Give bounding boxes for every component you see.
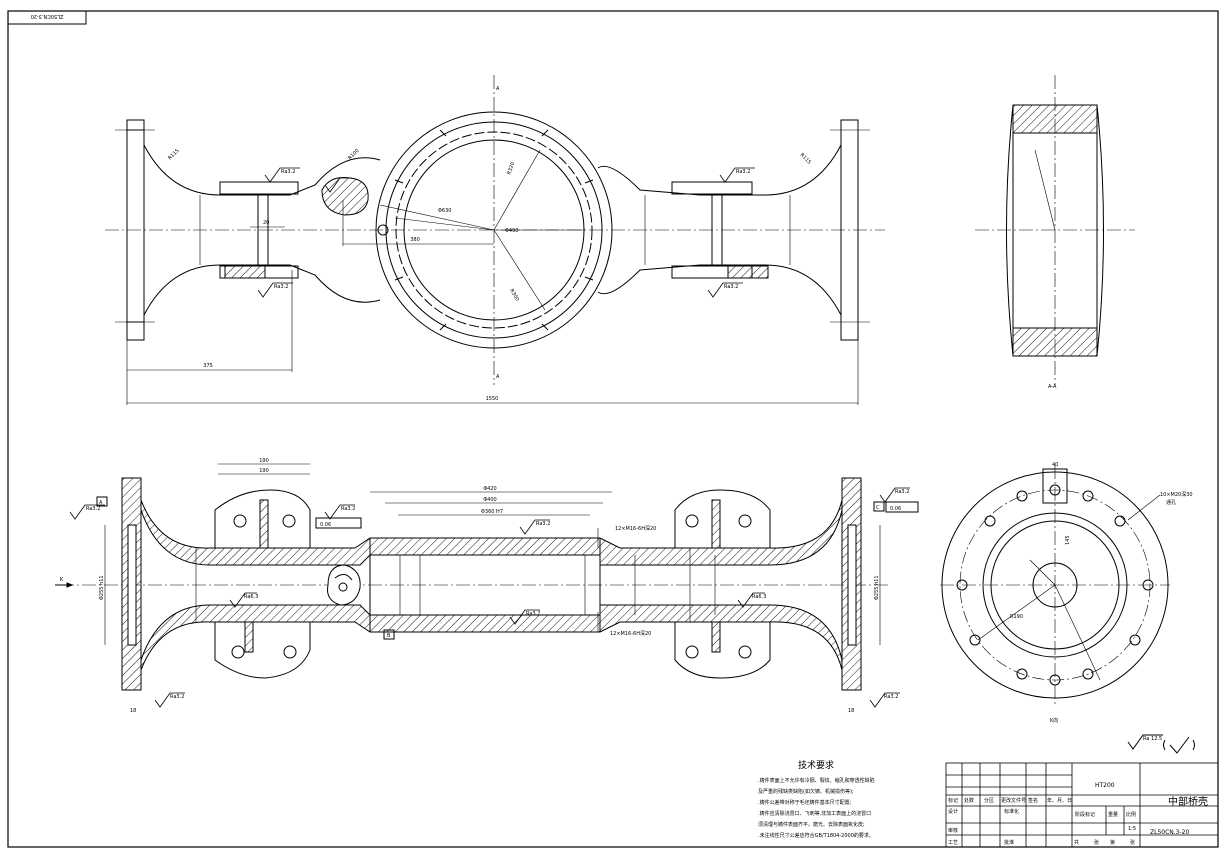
rough-f5: Ra6.3 bbox=[244, 594, 258, 600]
tb-approve: 批准 bbox=[1004, 839, 1014, 846]
tb-design: 设计 bbox=[948, 808, 958, 815]
dim-front-400: Φ400 bbox=[483, 497, 496, 503]
rough-t1: Ra3.2 bbox=[281, 169, 295, 175]
tb-h-date: 年、月、日 bbox=[1047, 797, 1072, 804]
tb-h-count: 处数 bbox=[964, 797, 974, 804]
dim-top-center: 380 bbox=[410, 237, 420, 243]
datum-a: A bbox=[99, 500, 103, 506]
k-145: 145 bbox=[1065, 535, 1071, 545]
top-view bbox=[105, 75, 885, 405]
tb-process: 工艺 bbox=[948, 840, 958, 846]
dim-front-18a: 18 bbox=[130, 708, 136, 714]
tech-line-2: 及严重的残缺类缺陷(如欠铸、机械损伤等); bbox=[758, 788, 854, 795]
general-roughness bbox=[1127, 734, 1195, 754]
rough-f7: Ra3.2 bbox=[170, 694, 184, 700]
tolerance-frame-1: 0.06 bbox=[320, 522, 331, 528]
tb-part-name: 中部桥壳 bbox=[1168, 795, 1208, 808]
roughness-symbols-top bbox=[257, 167, 755, 298]
rough-f8: Ra3.2 bbox=[884, 694, 898, 700]
front-view bbox=[55, 463, 919, 691]
mirror-code: ZL50CN.3-20 bbox=[31, 13, 64, 19]
tb-weight-label: 重量 bbox=[1108, 811, 1118, 818]
rough-f3: Ra3.2 bbox=[536, 521, 550, 527]
tb-drawing-no: ZL50CN.3-20 bbox=[1150, 829, 1189, 836]
dim-top-r-upper: R320 bbox=[506, 161, 516, 175]
general-roughness-value: Ra 12.5 bbox=[1143, 736, 1162, 742]
rough-f4: Ra3.2 bbox=[526, 611, 540, 617]
k-holes: 10×M20深30 bbox=[1160, 491, 1193, 498]
tb-sheet-no: 第 bbox=[1110, 839, 1115, 846]
k-r190: R190 bbox=[1010, 614, 1023, 620]
k-40: 40 bbox=[1052, 462, 1058, 468]
dim-front-thread-top: 12×M16-6H深20 bbox=[615, 525, 656, 532]
tb-std: 标准化 bbox=[1004, 808, 1019, 815]
dim-front-190b: 190 bbox=[259, 468, 269, 474]
title-block bbox=[945, 762, 1219, 848]
rough-f9: Ra3.2 bbox=[895, 489, 909, 495]
tb-h-sign: 签名 bbox=[1028, 797, 1038, 804]
dim-top-dia-circle: Φ630 bbox=[438, 208, 451, 214]
tech-heading: 技术要求 bbox=[798, 759, 834, 771]
dim-top-r-right-flange: R115 bbox=[799, 152, 812, 165]
dim-top-r-left-flange: R115 bbox=[167, 148, 180, 161]
tb-stage-label: 阶段标记 bbox=[1075, 811, 1095, 818]
tb-sheet-unit2: 张 bbox=[1130, 839, 1135, 846]
dim-front-420: Φ420 bbox=[483, 486, 496, 492]
dim-front-18b: 18 bbox=[848, 708, 854, 714]
dim-top-20: 20 bbox=[263, 220, 269, 226]
tb-h-mark: 标记 bbox=[948, 797, 958, 804]
rough-t3: Ra3.2 bbox=[736, 169, 750, 175]
dim-top-dia-inner: Φ490 bbox=[505, 228, 518, 234]
dim-front-360: Φ360 H7 bbox=[481, 509, 503, 515]
tech-line-3: .铸件公差带对称于毛坯铸件基本尺寸配置; bbox=[758, 799, 852, 806]
rough-t2: Ra3.2 bbox=[274, 284, 288, 290]
tech-line-4: .铸件应清除浇冒口、飞刺等,非加工表面上的浇冒口 bbox=[758, 810, 871, 817]
rough-f1: Ra3.2 bbox=[86, 506, 100, 512]
mirror-code-box bbox=[7, 10, 87, 25]
dim-top-left: 375 bbox=[203, 363, 213, 369]
tech-line-1: .铸件表面上不允许有冷隔、裂纹、缩孔和穿透性缺陷 bbox=[758, 777, 875, 784]
dim-top-r-lower: R300 bbox=[508, 288, 520, 302]
datum-b: B bbox=[387, 633, 391, 639]
k-label: K向 bbox=[1050, 717, 1058, 724]
tb-material: HT200 bbox=[1095, 782, 1115, 789]
section-a-a bbox=[975, 75, 1135, 385]
dim-front-thread-bot: 12×M16-6H深20 bbox=[610, 630, 651, 637]
tb-scale-label: 比例 bbox=[1126, 811, 1136, 818]
rough-f6: Ra6.3 bbox=[752, 594, 766, 600]
dim-front-190a: 190 bbox=[259, 458, 269, 464]
k-holes-2: 通孔 bbox=[1166, 499, 1176, 506]
dim-front-right-dia: Φ255 h11 bbox=[874, 575, 880, 600]
datum-c: C bbox=[876, 505, 880, 511]
dim-front-left-dia: Φ255 h11 bbox=[99, 575, 105, 600]
tolerance-frame-2: 0.06 bbox=[890, 506, 901, 512]
tb-h-zone: 分区 bbox=[984, 797, 994, 804]
outer-border bbox=[7, 10, 1219, 848]
arrow-k-label: K bbox=[60, 577, 64, 583]
tb-scale: 1:5 bbox=[1128, 826, 1136, 832]
tech-line-6: .未注线性尺寸公差应符合GB/T1804-2000的要求。 bbox=[758, 832, 874, 839]
tb-sheet-total: 共 bbox=[1074, 839, 1079, 846]
tb-review: 审核 bbox=[948, 827, 958, 834]
section-mark-a-top: A bbox=[496, 86, 500, 92]
section-label: A-A bbox=[1048, 384, 1057, 390]
rough-f2: Ra3.2 bbox=[341, 506, 355, 512]
dim-top-total: 1550 bbox=[486, 396, 499, 402]
k-view bbox=[940, 465, 1170, 705]
tech-line-5: 须清理与铸件表面齐平。磨光、去除表面氧化皮; bbox=[758, 821, 865, 828]
rough-t4: Ra3.2 bbox=[724, 284, 738, 290]
tb-h-docno: 更改文件号 bbox=[1001, 797, 1026, 804]
tb-sheet-unit: 张 bbox=[1094, 839, 1099, 846]
section-mark-a-bottom: A bbox=[496, 374, 500, 380]
roughness-symbols-front bbox=[69, 487, 910, 708]
